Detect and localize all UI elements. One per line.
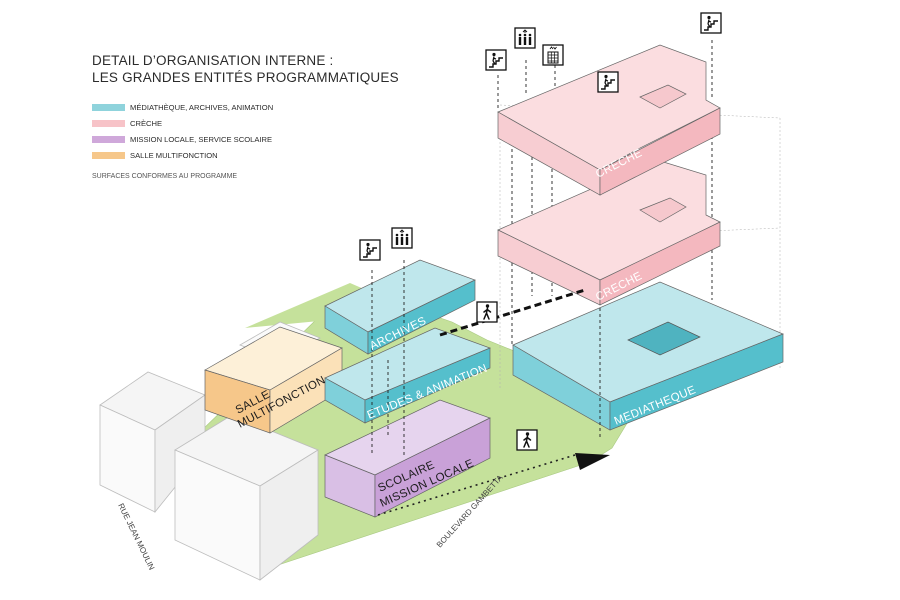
- legend-item: CRÈCHE: [92, 115, 422, 131]
- pedestrian-icon: [516, 429, 538, 451]
- legend-swatch-pink: [92, 119, 125, 127]
- legend-note: SURFACES CONFORMES AU PROGRAMME: [92, 173, 238, 180]
- legend-swatch-orange: [92, 151, 125, 159]
- legend-label: MÉDIATHÈQUE, ARCHIVES, ANIMATION: [130, 102, 274, 112]
- pedestrian-route: [377, 454, 576, 516]
- elevator-icon: [514, 27, 536, 49]
- site-ground-back: [245, 283, 380, 328]
- stairs-icon: [359, 239, 381, 261]
- legend-item: SALLE MULTIFONCTION: [92, 147, 422, 163]
- entrance-arrow-icon: [575, 453, 610, 470]
- legend-label: SALLE MULTIFONCTION: [130, 150, 218, 160]
- elevator-icon: [391, 227, 413, 249]
- etudes-block: [324, 327, 491, 424]
- stairs-icon: [485, 49, 507, 71]
- legend-swatch-blue: [92, 103, 125, 111]
- title-line-2: LES GRANDES ENTITÉS PROGRAMMATIQUES: [92, 70, 399, 85]
- legend-item: MISSION LOCALE, SERVICE SCOLAIRE: [92, 131, 422, 147]
- scolaire-block: [324, 399, 491, 518]
- pedestrian-icon: [476, 301, 498, 323]
- legend-swatch-purple: [92, 135, 125, 143]
- elevator-icon: [542, 44, 564, 66]
- legend-label: MISSION LOCALE, SERVICE SCOLAIRE: [130, 134, 273, 144]
- legend: DETAIL D’ORGANISATION INTERNE : LES GRAN…: [92, 52, 422, 180]
- creche-top-block: [497, 44, 721, 196]
- salle-multifonction-block: [204, 326, 343, 434]
- legend-item: MÉDIATHÈQUE, ARCHIVES, ANIMATION: [92, 99, 422, 115]
- mediatheque-block: [512, 281, 784, 431]
- stairs-icon: [597, 71, 619, 93]
- title-line-1: DETAIL D’ORGANISATION INTERNE :: [92, 53, 334, 68]
- archives-block: [324, 259, 476, 355]
- street-jean-moulin: RUE JEAN MOULIN: [116, 502, 156, 572]
- creche-mid-block: [497, 159, 721, 306]
- neighbour-building-right: [174, 414, 319, 581]
- legend-items: MÉDIATHÈQUE, ARCHIVES, ANIMATION CRÈCHE …: [92, 99, 422, 163]
- legend-label: CRÈCHE: [130, 118, 163, 128]
- footbridge-link: [439, 288, 586, 337]
- patio-void: [627, 321, 701, 356]
- diagram-title: DETAIL D’ORGANISATION INTERNE : LES GRAN…: [92, 52, 422, 86]
- stairs-icon: [700, 12, 722, 34]
